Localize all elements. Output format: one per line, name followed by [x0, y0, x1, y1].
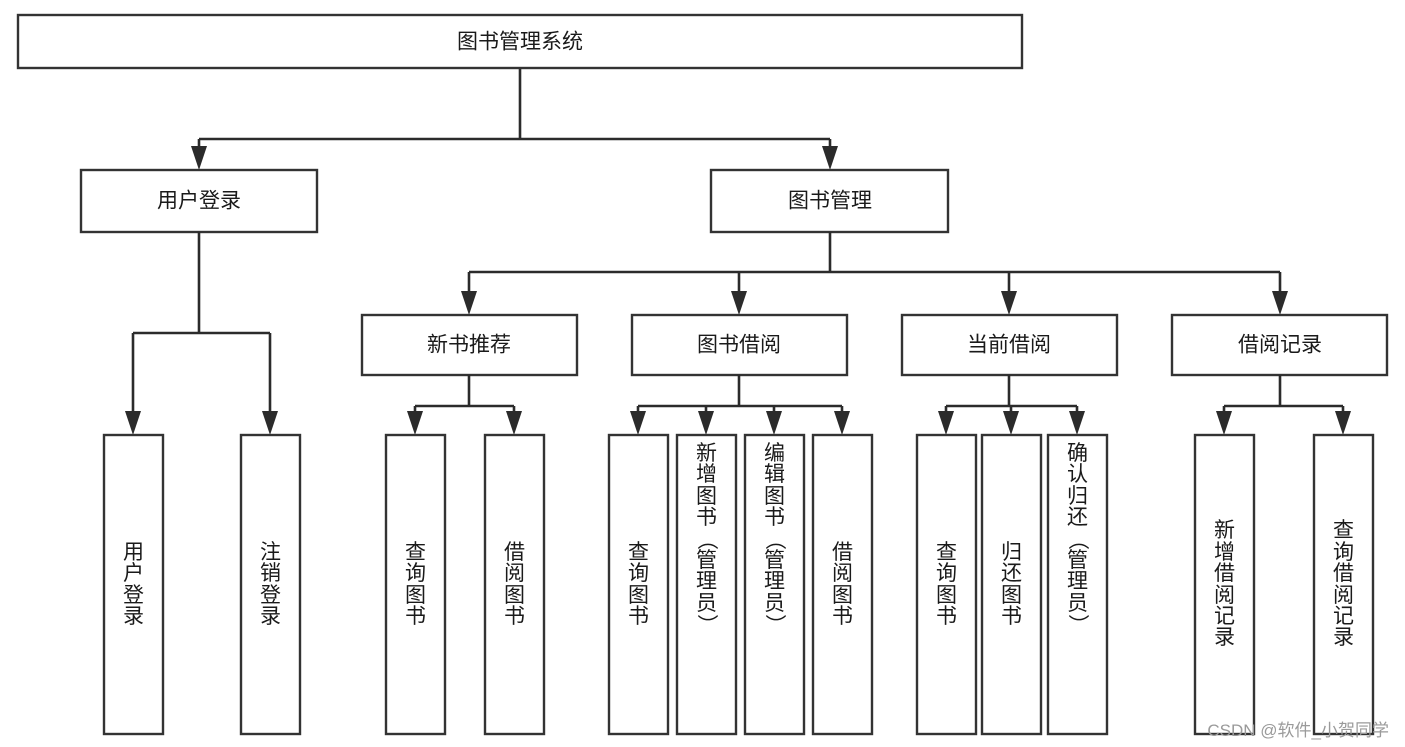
node-label-current-borrow: 当前借阅	[967, 334, 1051, 357]
leaf-box	[607, 433, 670, 736]
leaf-box	[675, 433, 738, 736]
connector-root-to-level1	[191, 68, 838, 170]
leaf-box	[239, 433, 302, 736]
connector-borrow-record-to-leaves	[1216, 375, 1351, 435]
leaf-box-group-current-borrow	[915, 433, 1109, 736]
connector-new-book-recommend-to-leaves	[407, 375, 522, 435]
node-new-book-recommend[interactable]	[360, 313, 579, 377]
leaf-box	[811, 433, 874, 736]
node-current-borrow[interactable]	[900, 313, 1119, 377]
leaf-box-group-user-login	[102, 433, 302, 736]
leaf-box	[915, 433, 978, 736]
node-label-borrow-record: 借阅记录	[1238, 334, 1322, 357]
leaf-box	[1312, 433, 1375, 736]
node-root[interactable]	[16, 13, 1024, 70]
leaf-box	[980, 433, 1043, 736]
leaf-box	[384, 433, 447, 736]
leaf-box	[1046, 433, 1109, 736]
leaf-box-group-new-book-recommend	[384, 433, 546, 736]
node-label-book-borrow: 图书借阅	[697, 334, 781, 357]
node-user-login[interactable]	[79, 168, 319, 234]
leaf-box	[1193, 433, 1256, 736]
connector-user-login-to-leaves	[125, 232, 278, 435]
leaf-box-group-borrow-record	[1193, 433, 1375, 736]
leaf-box	[102, 433, 165, 736]
connector-book-borrow-to-leaves	[630, 375, 850, 435]
leaf-box	[483, 433, 546, 736]
node-label-user-login: 用户登录	[157, 190, 241, 213]
leaf-box	[743, 433, 806, 736]
connector-book-management-to-level2	[461, 232, 1288, 315]
leaf-box-group-book-borrow	[607, 433, 874, 736]
node-label-root: 图书管理系统	[457, 31, 583, 54]
node-label-book-management: 图书管理	[788, 190, 872, 213]
node-label-new-book-recommend: 新书推荐	[427, 334, 511, 357]
connector-current-borrow-to-leaves	[938, 375, 1085, 435]
